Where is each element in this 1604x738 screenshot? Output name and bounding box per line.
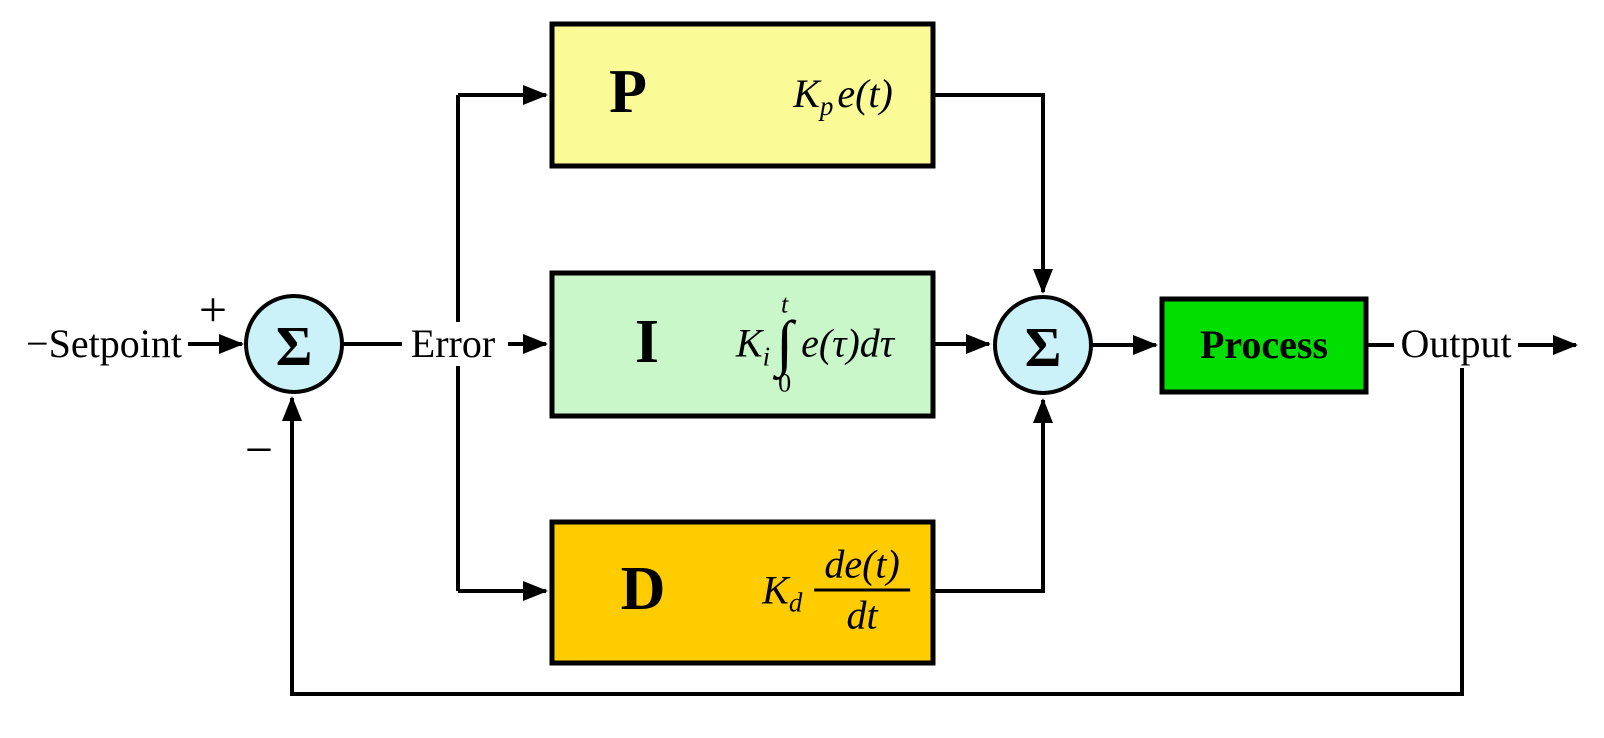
i-expression: e(τ)dτ (801, 321, 895, 366)
sigma-symbol-sum1: Σ (275, 316, 313, 379)
integral-stack: t ∫ 0 (776, 289, 794, 398)
integral-lower-limit: 0 (778, 368, 792, 398)
plus-sign-label: + (198, 281, 228, 338)
i-block-box (549, 270, 936, 419)
process-label: Process (1199, 322, 1329, 367)
p-gain-subscript: p (819, 91, 834, 122)
d-block-letter: D (620, 554, 666, 623)
d-to-sum2-arrow (933, 398, 1053, 593)
minus-sign-label: − (244, 421, 274, 478)
i-block-formula: K i t ∫ 0 e(τ)dτ (735, 289, 895, 398)
process-block-box (1159, 296, 1369, 395)
derivative-fraction: de(t) dt (814, 543, 910, 638)
d-gain-symbol: K (762, 567, 789, 612)
output-label: Output (1400, 321, 1512, 366)
p-to-sum2-arrow (933, 93, 1053, 294)
p-gain-symbol: K (793, 71, 820, 116)
d-block-box (549, 519, 936, 666)
setpoint-label: −Setpoint (26, 321, 182, 366)
integral-upper-limit: t (780, 289, 789, 319)
i-gain-symbol: K (735, 321, 763, 366)
fraction-denominator: dt (846, 592, 878, 638)
summing-junction-2-circle (993, 295, 1093, 395)
feedback-loop-arrow (282, 368, 1464, 696)
sigma-symbol-sum2: Σ (1024, 317, 1062, 380)
integral-sign-icon: ∫ (776, 309, 794, 378)
p-block-formula: K p e(t) (793, 71, 893, 121)
d-block-formula: K d de(t) dt (762, 543, 910, 638)
summing-junction-1-circle (244, 294, 344, 394)
i-block-letter: I (634, 307, 660, 376)
p-block-box (549, 21, 936, 169)
p-block-letter: P (609, 57, 647, 126)
error-label: Error (402, 322, 504, 366)
i-gain-subscript: i (762, 341, 771, 372)
p-expression: e(t) (837, 71, 893, 116)
fraction-numerator: de(t) (814, 543, 910, 592)
d-gain-subscript: d (788, 587, 803, 618)
